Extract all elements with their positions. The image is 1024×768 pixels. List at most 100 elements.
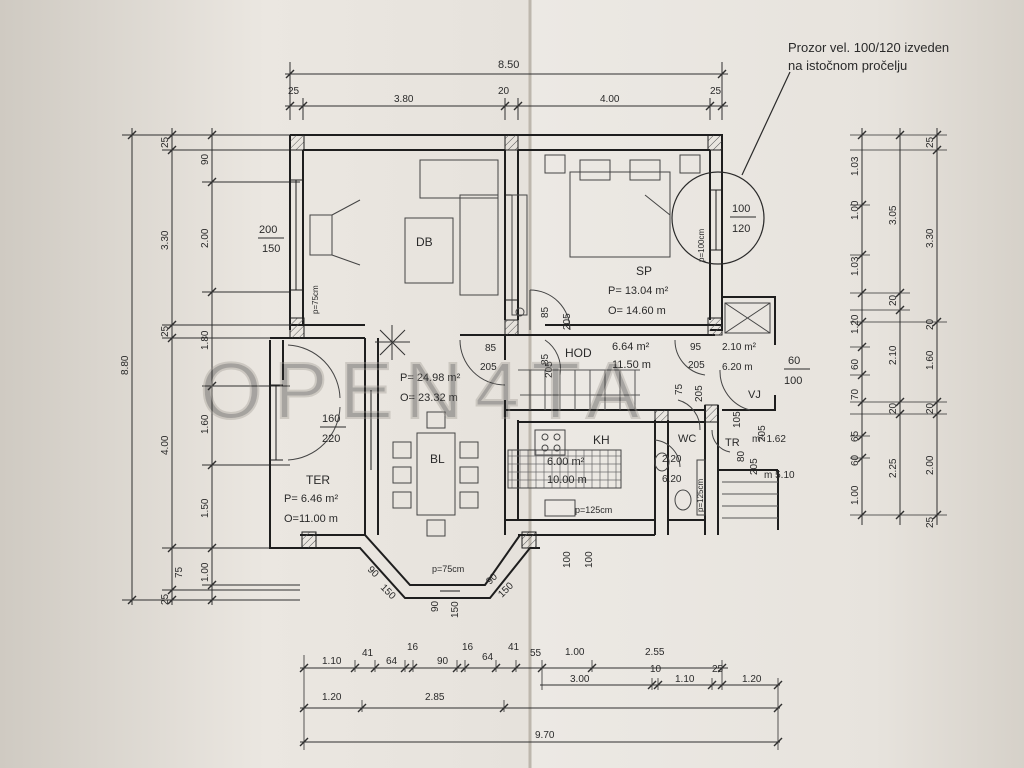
left-dimensions — [122, 128, 300, 605]
living-area: P= 24.98 m² — [400, 372, 461, 384]
room-hod: HOD — [565, 346, 592, 360]
dim-top-5: 25 — [710, 86, 722, 97]
dim-label: 25 — [925, 516, 936, 528]
dim-label: 150 — [262, 243, 280, 255]
dim-label: 205 — [544, 361, 555, 378]
dim-label: 1.00 — [850, 200, 861, 220]
room-bl: BL — [430, 452, 445, 466]
dim-label: O= 14.60 m — [608, 305, 666, 317]
dim-label: 75 — [174, 566, 185, 578]
dim-label: 90 — [437, 656, 449, 667]
dim-label: 9.70 — [535, 730, 555, 741]
dim-label: 100 — [584, 551, 595, 568]
dim-label: 41 — [362, 648, 374, 659]
dim-label: O=11.00 m — [284, 513, 338, 525]
dim-label: 11.50 m — [612, 359, 651, 371]
dim-label: 6.20 m — [722, 362, 753, 373]
room-db: DB — [416, 235, 433, 249]
dim-label: 3.00 — [570, 674, 590, 685]
dim-label: 100 — [562, 551, 573, 568]
room-wc: WC — [678, 433, 696, 445]
dim-label: 85 — [540, 306, 551, 318]
dim-label: 100 — [732, 203, 750, 215]
dim-label: 205 — [480, 362, 497, 373]
right-page — [530, 0, 1024, 768]
dim-label: 1.00 — [565, 647, 585, 658]
room-kh: KH — [593, 433, 610, 447]
dim-label: 75 — [674, 383, 685, 395]
dim-label: m 5.10 — [764, 470, 795, 481]
dim-label: 20 — [925, 402, 936, 414]
dim-label: 200 — [259, 224, 277, 236]
dim-label: 3.05 — [888, 205, 899, 225]
dim-label: 20 — [888, 294, 899, 306]
room-tr: TR — [725, 437, 740, 449]
dim-label: 25 — [925, 136, 936, 148]
dim-top-4: 4.00 — [600, 94, 620, 105]
door-swings — [287, 289, 751, 468]
dim-label: 3.30 — [925, 228, 936, 248]
dim-label: 160 — [322, 413, 340, 425]
dim-label: 1.20 — [742, 674, 762, 685]
dim-label: 25 — [160, 325, 171, 337]
dim-label: 2.10 — [888, 345, 899, 365]
note-line-2: na istočnom pročelju — [788, 58, 907, 73]
dim-label: p=100cm — [697, 229, 706, 262]
dim-label: 2.00 — [925, 455, 936, 475]
dim-label: 70 — [850, 388, 861, 400]
dim-label: 85 — [485, 343, 497, 354]
room-vj: VJ — [748, 389, 761, 401]
dim-label: 85 — [540, 353, 551, 365]
dim-label: 80 — [736, 450, 747, 462]
dim-label: 1.00 — [200, 562, 211, 582]
dim-label: 95 — [690, 342, 702, 353]
dim-label: 1.80 — [200, 330, 211, 350]
right-dimensions — [850, 128, 947, 525]
dim-label: 20 — [925, 318, 936, 330]
dim-label: p=125cm — [575, 505, 612, 515]
dim-label: 2.25 — [888, 458, 899, 478]
dim-label: 6.20 — [662, 474, 682, 485]
dim-label: 1.00 — [850, 485, 861, 505]
dim-label: P= 6.46 m² — [284, 493, 338, 505]
dim-label: 10.00 m — [547, 474, 587, 486]
dim-label: 64 — [482, 652, 494, 663]
room-ter: TER — [306, 473, 330, 487]
dim-label: 60 — [850, 358, 861, 370]
dim-label: 105 — [732, 411, 743, 428]
dim-label: P= 13.04 m² — [608, 285, 669, 297]
dim-left-outer: 8.80 — [120, 355, 131, 375]
dim-label: 120 — [732, 223, 750, 235]
dim-label: 16 — [462, 642, 474, 653]
dim-label: 1.10 — [322, 656, 342, 667]
dim-label: 1.03 — [850, 156, 861, 176]
watermark: OPEN4TA — [200, 346, 652, 435]
dim-label: 6.00 m² — [547, 456, 585, 468]
dim-label: 100 — [784, 375, 802, 387]
dim-label: 64 — [386, 656, 398, 667]
dim-label: 1.60 — [925, 350, 936, 370]
labels: Prozor vel. 100/120 izveden na istočnom … — [120, 40, 949, 741]
dim-label: 4.00 — [160, 435, 171, 455]
dim-label: 2.85 — [425, 692, 445, 703]
dim-label: 25 — [160, 136, 171, 148]
dim-label: 1.03 — [850, 256, 861, 276]
furniture — [309, 154, 778, 537]
dim-label: 205 — [749, 458, 760, 475]
dim-label: 90 — [430, 600, 441, 612]
dim-label: 1.10 — [675, 674, 695, 685]
dim-label: 1.50 — [200, 498, 211, 518]
dim-label: m² 1.62 — [752, 434, 786, 445]
dining-table — [416, 432, 456, 516]
dim-label: 1.20 — [850, 314, 861, 334]
dim-label: 1.20 — [322, 692, 342, 703]
dim-label: p=75cm — [311, 285, 320, 314]
left-page — [0, 0, 530, 768]
room-sp: SP — [636, 264, 652, 278]
dim-label: 16 — [407, 642, 419, 653]
dim-label: 10 — [650, 664, 662, 675]
dim-label: 60 — [850, 454, 861, 466]
dim-label: 2.55 — [645, 647, 665, 658]
